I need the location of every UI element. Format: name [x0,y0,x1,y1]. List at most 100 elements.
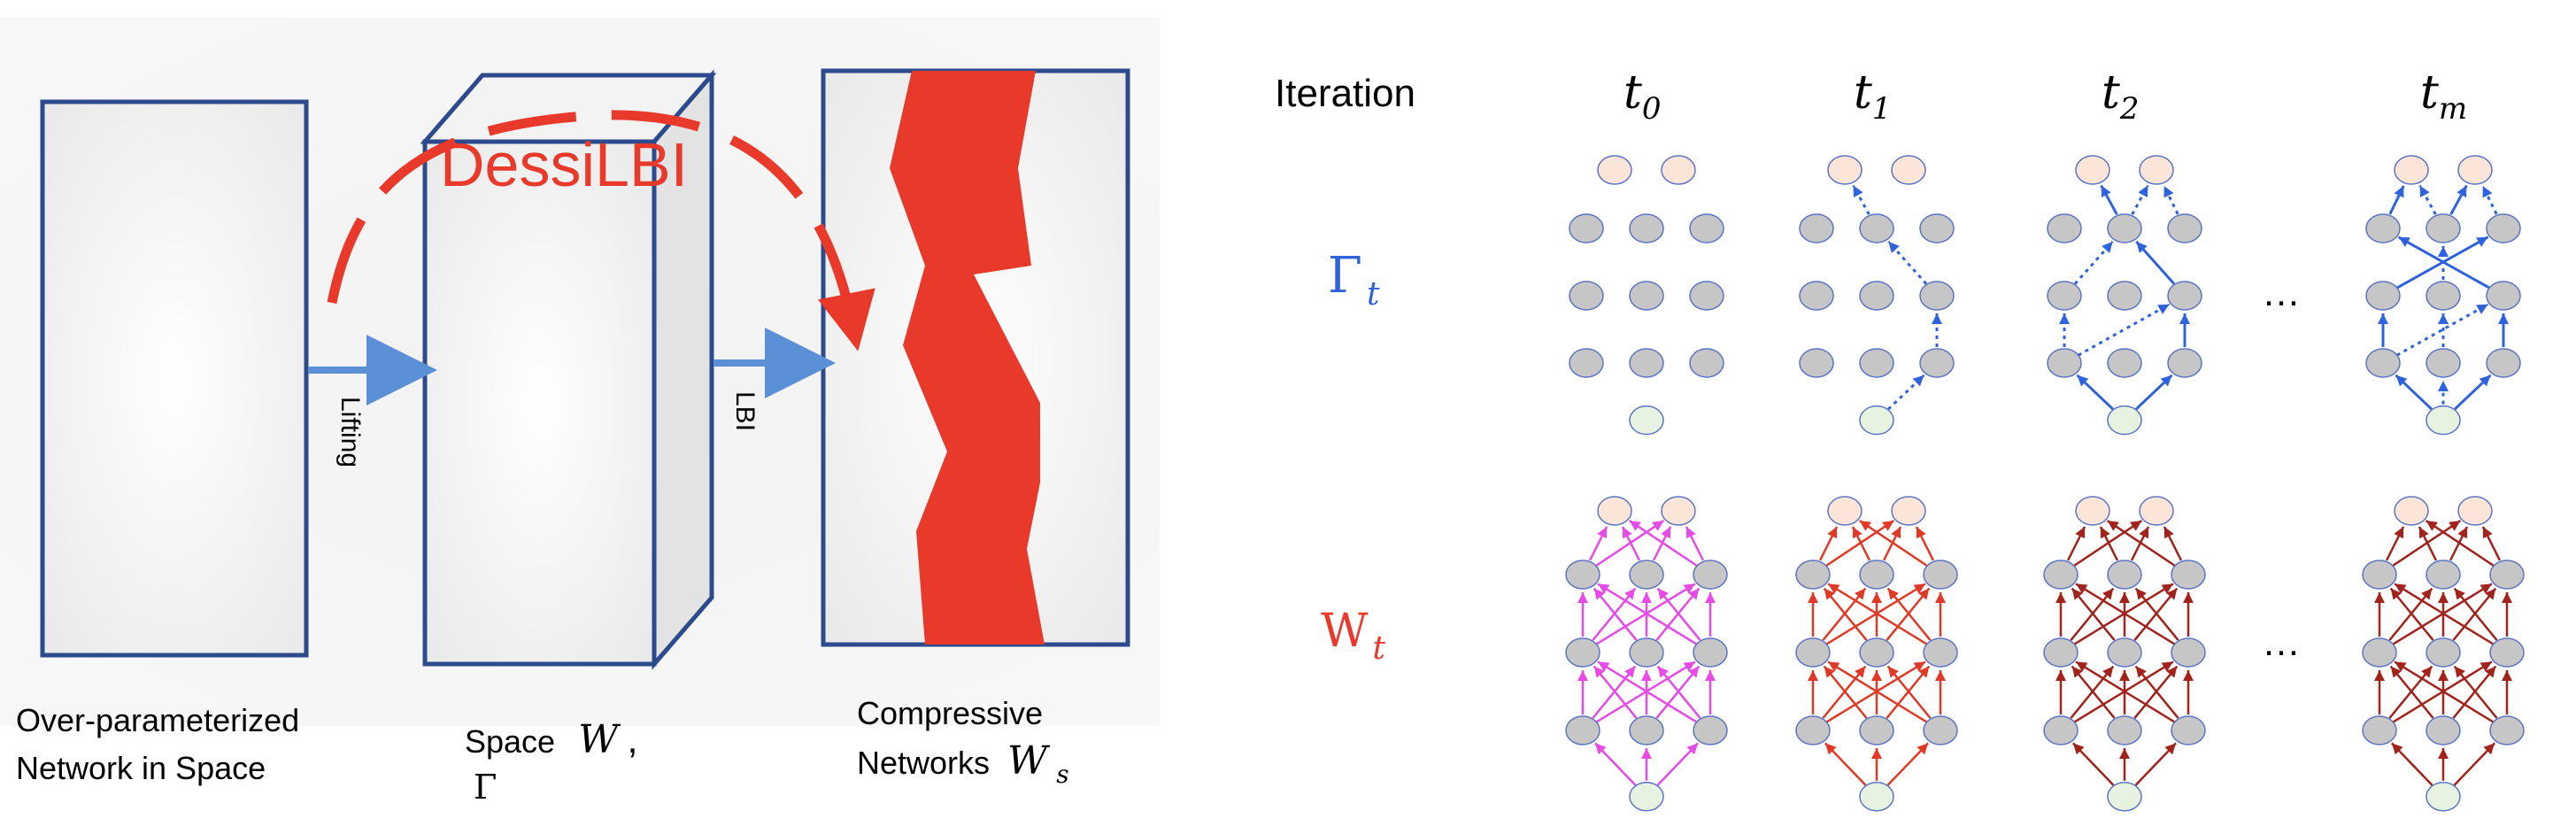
w-row-label: W t [1321,605,1386,667]
gamma-t2-edge-4 [2073,240,2114,285]
w-col1-edge-2-1-1-head [1871,670,1882,681]
w-col0-edge-2-2-0 [1597,660,1698,723]
w-col3-edge-2-0-2-head [2480,661,2492,672]
w-col0-edge-1-2-1 [1656,587,1701,641]
w-col1-edge-1-2-0 [1827,583,1928,645]
w-col3-hidden-node-1-1 [2426,637,2461,668]
gamma-col2-hidden-node-1-1 [2107,281,2142,311]
w-col3-edge-2-2-2-head [2502,670,2512,681]
w-col1-edge-1-1-2-head [1918,588,1930,600]
w-col2-hidden-node-2-2 [2171,715,2206,745]
gamma-t2-edge-5-head [2136,241,2148,253]
w-col2-edge-1-1-2-head [2166,588,2178,600]
w-row-symbol: W [1321,605,1369,658]
w-col3-edge-2-2-1 [2453,665,2498,719]
caption-comp-w: W [1007,738,1051,784]
w-col2-edge-2-2-1 [2134,665,2179,719]
gamma-col0-hidden-node-2-2 [1689,348,1724,378]
gamma-col2-hidden-node-0-1 [2107,213,2142,243]
w-col0-edge-2-0-0-head [1577,670,1588,681]
ellipsis-gamma: … [2262,271,2301,314]
w-col1-edge-1-1-1-head [1871,592,1882,603]
gamma-col2-top-node-0 [2075,155,2110,185]
w-col3-hidden-node-1-0 [2362,637,2397,668]
gamma-col2-hidden-node-2-1 [2107,348,2142,378]
w-col3-edge-1-0-0-head [2374,592,2385,603]
w-col3-in-edge-2-head [2483,743,2495,755]
w-col2-edge-1-2-0 [2075,583,2176,645]
gamma-col0-hidden-node-0-0 [1569,213,1604,243]
gamma-col2-hidden-node-2-0 [2047,348,2082,378]
w-col2-edge-2-2-0 [2075,660,2176,723]
gamma-t2-edge-7-head [2101,185,2111,197]
gamma-col1-input-node [1859,405,1894,436]
w-col2-out-edge-1-1-head [2139,526,2149,539]
w-col2-edge-2-2-2-head [2183,670,2194,681]
w-col3-edge-2-1-0 [2389,665,2434,719]
w-col2-edge-2-1-1-head [2119,670,2130,681]
w-col3-hidden-node-0-0 [2362,560,2397,590]
gamma-col3-hidden-node-2-1 [2426,348,2461,378]
gamma-tm-edge-6-head [2438,313,2449,324]
w-col0-hidden-node-0-0 [1565,560,1600,590]
w-col2-hidden-node-1-0 [2043,637,2079,668]
gamma-t2-edge-2-head [2059,313,2070,324]
gamma-col0-hidden-node-1-2 [1689,281,1724,311]
w-col0-in-edge-0-head [1594,743,1607,755]
gamma-col1-top-node-0 [1827,155,1863,185]
w-col2-edge-1-0-2-head [2161,583,2173,594]
w-col1-edge-1-0-0-head [1808,592,1818,603]
w-col0-edge-1-2-0 [1597,583,1698,645]
w-col0-hidden-node-2-2 [1693,715,1728,745]
w-col3-edge-1-2-1-head [2454,588,2465,600]
w-col0-in-edge-2-head [1686,743,1699,755]
gamma-col0-hidden-node-1-0 [1569,281,1604,311]
gamma-col2-input-node [2107,405,2142,436]
w-col2-hidden-node-0-0 [2043,560,2079,590]
w-col1-in-edge-2-head [1917,743,1929,755]
w-col3-edge-2-1-0-head [2390,666,2402,678]
w-col3-edge-1-0-1-head [2421,588,2433,600]
w-col1-out-edge-1-0-head [1852,526,1863,539]
w-col2-top-node-1 [2139,496,2174,526]
w-col1-hidden-node-1-1 [1859,637,1894,668]
gamma-col3-hidden-node-0-2 [2486,213,2521,243]
w-col1-in-edge-0-head [1824,743,1837,755]
lbi-label: LBI [730,391,760,431]
w-col2-edge-2-0-0-head [2055,670,2066,681]
gamma-col3-top-node-0 [2394,155,2429,185]
w-col2-in-edge-2-head [2164,743,2177,755]
w-col1-edge-1-2-1 [1886,587,1932,641]
w-col0-hidden-node-2-1 [1629,715,1664,745]
w-col3-edge-2-2-0 [2394,660,2495,723]
w-col2-edge-1-2-0-head [2076,583,2088,594]
caption-space-gamma: Γ [474,768,497,807]
gamma-t2-edge-4-head [2102,241,2113,253]
w-col2-edge-1-0-0-head [2055,592,2066,603]
gamma-col1-top-node-1 [1891,155,1926,185]
space-3d-box [420,69,717,670]
w-col3-edge-1-0-2-head [2480,583,2492,594]
column-header-1: t1 [1854,66,1892,127]
w-col0-edge-1-0-2-head [1683,583,1695,594]
gamma-tm-edge-13-head [2419,185,2430,197]
w-col2-out-edge-2-0-head [2107,521,2119,531]
gamma-row-symbol: Γ [1328,247,1362,305]
w-col1-edge-1-2-1-head [1887,588,1899,600]
gamma-col2-hidden-node-0-2 [2167,213,2202,243]
ellipsis-w: … [2262,621,2301,664]
gamma-col1-hidden-node-2-0 [1799,348,1834,378]
gamma-tm-edge-7-head [2476,236,2488,247]
w-col1-edge-2-0-0-head [1808,670,1818,681]
column-header-2: t2 [2102,66,2140,127]
w-col3-edge-1-2-0-head [2395,583,2407,594]
column-header-3: tm [2420,66,2467,127]
w-col1-hidden-node-2-0 [1795,715,1831,745]
gamma-t2-edge-6-head [2157,304,2170,314]
w-col2-edge-2-0-2-head [2161,661,2173,672]
networks-group [1565,155,2525,812]
w-col1-edge-2-1-0 [1823,665,1868,719]
w-col0-in-edge-1-head [1641,748,1652,759]
lifting-label: Lifting [335,397,365,467]
w-row-sub: t [1373,630,1386,667]
